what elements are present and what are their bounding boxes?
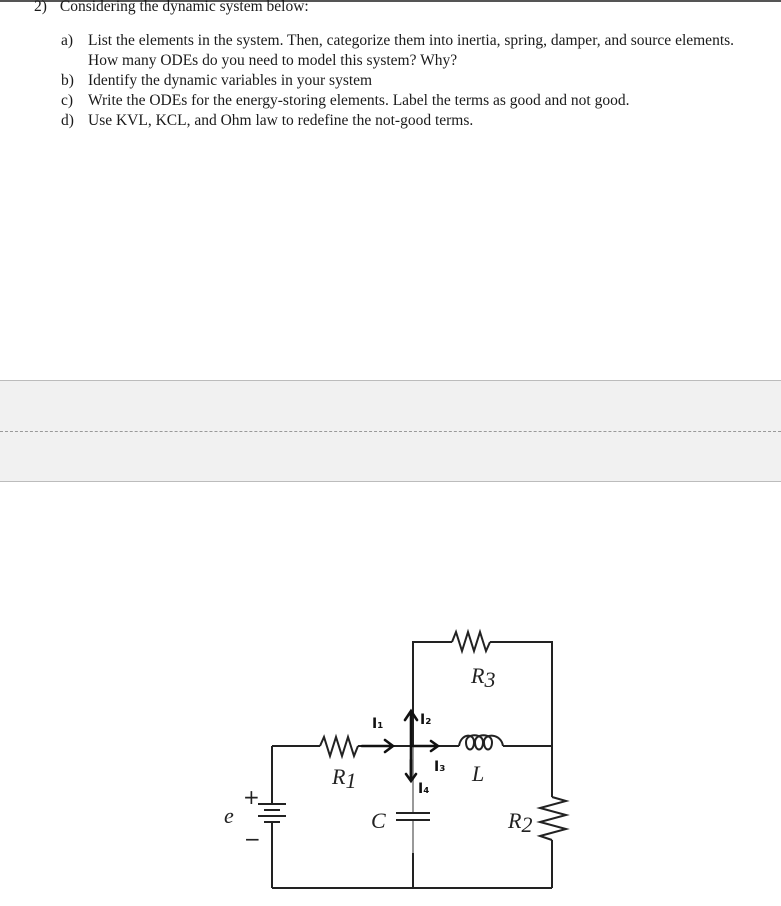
top-border (0, 0, 781, 2)
question-item-d: d) Use KVL, KCL, and Ohm law to redefine… (61, 111, 741, 131)
wire-top-left (412, 641, 452, 746)
item-label: b) (61, 72, 74, 89)
arrow-i1-icon (360, 738, 396, 754)
item-text: Identify the dynamic variables in your s… (88, 72, 373, 89)
current-arrows (360, 708, 441, 784)
label-source-minus: − (244, 827, 261, 851)
label-r1: R1 (331, 764, 356, 793)
page-break-band (0, 380, 781, 482)
label-current-i3: I₃ (434, 759, 445, 775)
label-r2: R2 (507, 808, 532, 837)
resistor-r1-icon (319, 733, 359, 760)
label-current-i2: I₂ (420, 712, 431, 728)
question-items: a) List the elements in the system. Then… (61, 31, 741, 131)
item-label: d) (61, 112, 74, 129)
label-capacitor: C (371, 808, 386, 833)
item-label: c) (61, 92, 74, 109)
page-break-line (0, 431, 781, 432)
question-item-c: c) Write the ODEs for the energy-storing… (61, 91, 741, 111)
resistor-r2-icon (536, 796, 570, 841)
item-text: Use KVL, KCL, and Ohm law to redefine th… (88, 112, 474, 129)
label-source: e (224, 803, 234, 828)
resistor-r3-icon (451, 628, 491, 655)
question-item-a: a) List the elements in the system. Then… (61, 31, 741, 71)
arrow-i4-icon (404, 758, 418, 784)
wire-top-right (490, 641, 553, 797)
label-source-plus: + (243, 785, 260, 809)
question-title: 2) Considering the dynamic system below: (34, 0, 309, 17)
arrow-i3-icon (411, 739, 441, 753)
battery-icon (258, 803, 286, 823)
item-label: a) (61, 32, 74, 49)
question-title-text: Considering the dynamic system below: (59, 0, 309, 15)
question-item-b: b) Identify the dynamic variables in you… (61, 71, 741, 91)
label-current-i4: I₄ (418, 781, 429, 797)
question-number: 2) (34, 0, 47, 15)
label-current-i1: I₁ (372, 716, 383, 732)
item-text: List the elements in the system. Then, c… (88, 32, 735, 69)
capacitor-c-icon (396, 812, 430, 821)
item-text: Write the ODEs for the energy-storing el… (88, 92, 630, 109)
label-inductor: L (471, 761, 484, 786)
inductor-l-icon (458, 734, 504, 751)
label-r3: R3 (470, 663, 495, 692)
